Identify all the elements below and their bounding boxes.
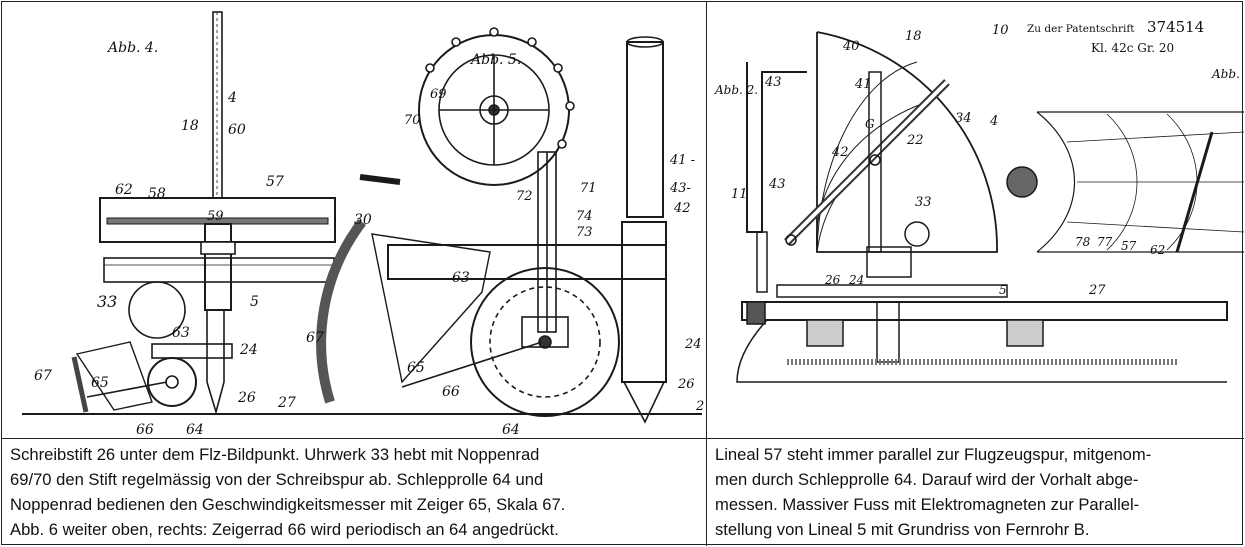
label-5: 5 (250, 294, 259, 310)
label-58: 58 (148, 186, 166, 202)
label-24: 24 (848, 273, 864, 287)
label-71: 71 (580, 181, 597, 196)
left-drawing-panel: Abb. 4. Abb. 5. 4 18 60 62 58 57 59 5 33… (2, 2, 706, 438)
caption-left: Schreibstift 26 unter dem Flz-Bildpunkt.… (10, 442, 565, 542)
label-5: 5 (999, 283, 1007, 297)
label-26b: 26 (677, 377, 695, 392)
caption-right-line: Lineal 57 steht immer parallel zur Flugz… (715, 445, 1152, 464)
label-abb2: Abb. 2. (714, 83, 758, 97)
patent-header-prefix: Zu der Patentschrift (1027, 23, 1135, 35)
caption-right-line: stellung von Lineal 5 mit Grundriss von … (715, 520, 1090, 539)
label-24: 24 (239, 342, 258, 358)
label-abb: Abb. (1211, 67, 1240, 81)
label-22: 22 (906, 133, 924, 148)
label-27: 27 (277, 395, 296, 411)
label-65b: 65 (407, 360, 425, 376)
label-60: 60 (228, 122, 246, 138)
caption-right-line: men durch Schlepprolle 64. Darauf wird d… (715, 470, 1139, 489)
label-18: 18 (181, 118, 199, 134)
label-69: 69 (430, 87, 447, 102)
caption-left-line: Abb. 6 weiter oben, rechts: Zeigerrad 66… (10, 520, 559, 539)
patent-drawing-abb2 (736, 31, 1244, 383)
label-59: 59 (207, 209, 224, 224)
label-42: 42 (673, 201, 691, 216)
label-64b: 64 (502, 422, 520, 438)
label-65a: 65 (91, 375, 109, 391)
label-43b: 43 (768, 177, 786, 192)
label-63a: 63 (172, 325, 190, 341)
label-26a: 26 (237, 390, 256, 406)
caption-left-line: Schreibstift 26 unter dem Flz-Bildpunkt.… (10, 445, 540, 464)
caption-left-line: Noppenrad bedienen den Geschwindigkeitsm… (10, 495, 566, 514)
label-41: 41 - (669, 153, 695, 168)
label-72: 72 (516, 189, 533, 204)
label-63b: 63 (452, 270, 470, 286)
label-26: 26 (824, 273, 841, 287)
label-G: G (865, 117, 875, 131)
label-66b: 66 (442, 384, 460, 400)
label-11: 11 (731, 187, 748, 202)
label-33: 33 (915, 195, 932, 210)
left-drawing-labels: Abb. 4. Abb. 5. 4 18 60 62 58 57 59 5 33… (34, 40, 704, 438)
caption-right: Lineal 57 steht immer parallel zur Flugz… (715, 442, 1151, 542)
divider-horizontal (2, 438, 1244, 439)
label-67b: 67 (306, 330, 324, 346)
label-10: 10 (992, 23, 1009, 38)
label-24b: 24 (684, 337, 702, 352)
label-33: 33 (97, 292, 117, 311)
label-57: 57 (266, 174, 284, 190)
label-4: 4 (989, 114, 998, 129)
label-43: 43- (669, 181, 691, 196)
divider-vertical (706, 2, 707, 546)
patent-class: Kl. 42c Gr. 20 (1091, 41, 1174, 55)
label-73: 73 (576, 225, 593, 240)
label-18: 18 (905, 29, 922, 44)
label-74: 74 (576, 209, 593, 224)
caption-left-line: 69/70 den Stift regelmässig von der Schr… (10, 470, 544, 489)
right-drawing-panel: Zu der Patentschrift 374514 Kl. 42c Gr. … (707, 2, 1244, 438)
label-41: 41 (854, 77, 872, 92)
label-42: 42 (831, 145, 849, 160)
label-77: 77 (1097, 235, 1113, 249)
label-4: 4 (227, 90, 237, 106)
label-abb4: Abb. 4. (106, 40, 158, 56)
label-62: 62 (1150, 243, 1165, 257)
label-70: 70 (404, 113, 421, 128)
label-43a: 43 (764, 75, 782, 90)
label-2: 2 (695, 399, 704, 414)
patent-number: 374514 (1147, 18, 1204, 36)
label-62: 62 (115, 182, 133, 198)
label-abb5: Abb. 5. (469, 52, 521, 68)
label-57: 57 (1121, 239, 1137, 253)
label-78: 78 (1075, 235, 1091, 249)
patent-drawing-abb4-abb5 (22, 11, 702, 424)
label-66a: 66 (136, 422, 154, 438)
label-64a: 64 (186, 422, 204, 438)
label-67a: 67 (34, 368, 52, 384)
right-drawing-labels: Zu der Patentschrift 374514 Kl. 42c Gr. … (714, 18, 1240, 298)
label-30: 30 (354, 212, 372, 228)
caption-right-line: messen. Massiver Fuss mit Elektromagnete… (715, 495, 1140, 514)
label-27: 27 (1088, 283, 1106, 298)
label-34: 34 (955, 111, 972, 126)
label-40: 40 (842, 39, 860, 54)
